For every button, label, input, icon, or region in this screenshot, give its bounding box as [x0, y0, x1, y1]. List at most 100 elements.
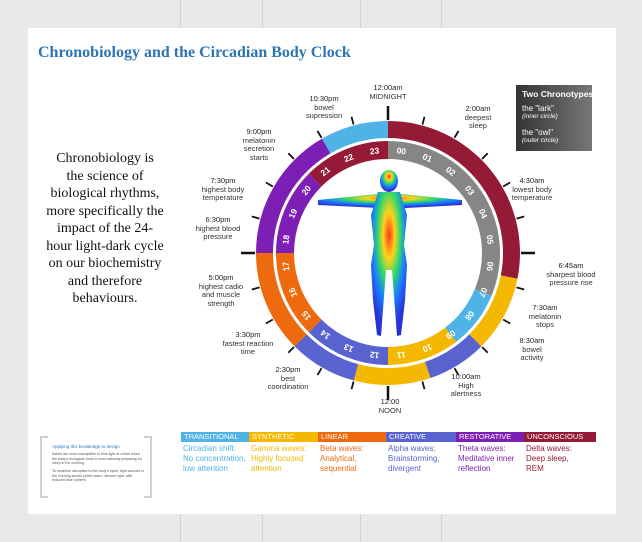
wave-header: RESTORATIVE	[456, 432, 528, 442]
event-description: melatonin	[242, 135, 276, 145]
page-title: Chronobiology and the Circadian Body Clo…	[38, 44, 351, 61]
inner-ring-segment	[308, 319, 388, 365]
chronotype-legend: Two Chronotypes the "lark" (inner circle…	[516, 85, 593, 151]
hour-tick	[265, 181, 274, 188]
event-time: 10:00am	[451, 372, 481, 381]
wave-description-line: Meditative inner	[458, 454, 515, 463]
wave-description-line: Analytical,	[320, 454, 357, 463]
hour-number: 23	[369, 145, 380, 156]
hour-number: 01	[421, 151, 434, 164]
event-time: 12:00	[380, 397, 400, 406]
event-description: best	[280, 373, 296, 383]
event-time: 8:30am	[519, 336, 545, 345]
outer-ring-segment	[256, 253, 307, 347]
wave-description-line: Brainstorming,	[388, 454, 440, 463]
hour-number: 18	[280, 234, 291, 245]
hour-tick	[516, 215, 525, 220]
description-text: Chronobiology is the science of biologic…	[46, 151, 164, 306]
wave-description-line: REM	[526, 464, 544, 473]
hour-number: 06	[485, 261, 496, 272]
hour-number: 04	[477, 207, 490, 220]
hour-tick	[287, 152, 295, 160]
event-description: sleep	[469, 121, 487, 130]
outer-ring-segment	[322, 121, 388, 154]
wave-description-line: No concentration,	[183, 454, 246, 463]
event-description: supression	[305, 111, 343, 120]
bracket-left	[40, 436, 48, 498]
inner-ring-segment	[388, 141, 501, 296]
note-paragraph-1: Adults are most susceptible to blue ligh…	[52, 452, 142, 466]
event-description: alertness	[450, 389, 482, 398]
hour-number: 05	[485, 234, 496, 245]
wave-description-line: Deep sleep,	[526, 454, 569, 463]
wave-creative: CREATIVE Alpha waves:Brainstorming,diverg…	[386, 432, 458, 474]
wave-description: Beta waves:Analytical,sequential	[318, 444, 390, 474]
hour-number: 12	[369, 350, 380, 361]
event-time: 2:30pm	[275, 365, 301, 374]
event-time: 7:30pm	[210, 176, 236, 185]
hour-number: 10	[421, 342, 434, 355]
hour-tick	[453, 367, 460, 376]
event-time: 9:00pm	[246, 127, 272, 136]
wave-description-line: divergent	[388, 464, 421, 473]
event-description: starts	[249, 152, 269, 162]
event-description: stops	[536, 320, 554, 329]
inner-ring-segment	[388, 327, 457, 365]
hour-tick	[502, 181, 511, 188]
outer-ring-segment	[424, 334, 482, 378]
event-time: 7:30am	[532, 303, 558, 312]
figure-torso-legs	[371, 192, 407, 336]
event-description: temperature	[511, 193, 553, 202]
wave-description-line: reflection	[458, 464, 491, 473]
outer-ring-segment	[256, 138, 331, 253]
event-time: 10:30pm	[309, 94, 339, 103]
wave-description: Alpha waves:Brainstorming,divergent	[386, 444, 458, 474]
event-description: strength	[207, 298, 235, 308]
event-description: sharpest blood	[546, 269, 596, 279]
event-description: bowel	[314, 102, 334, 112]
hour-tick	[350, 116, 355, 125]
figure-head	[380, 170, 398, 192]
hour-tick	[421, 116, 426, 125]
event-description: and muscle	[201, 290, 241, 299]
hour-tick	[516, 286, 525, 291]
event-time: 6:30pm	[205, 215, 231, 224]
note-paragraph-2: To minimise disruption to the body's cyc…	[52, 469, 144, 483]
legend-owl: the "owl"	[522, 128, 554, 137]
lark-inner-ring	[276, 141, 501, 365]
hour-tick	[316, 130, 323, 139]
wave-header: CREATIVE	[386, 432, 458, 442]
hour-tick	[350, 381, 355, 390]
hour-ticks	[241, 106, 535, 400]
hour-number: 07	[477, 286, 490, 299]
wave-description: Circadian shift:No concentration,low att…	[181, 444, 253, 474]
event-description: highest body	[201, 184, 245, 194]
event-time: 12:00am	[373, 83, 403, 92]
event-time: 2:00am	[465, 104, 491, 113]
wave-description-line: low attention	[183, 464, 228, 473]
event-time: 3:30pm	[235, 330, 261, 339]
event-description: time	[240, 347, 256, 356]
wave-header: SYNTHETIC	[249, 432, 321, 442]
outer-ring-segment	[388, 121, 520, 279]
event-description: bowel	[522, 344, 542, 354]
wave-description-line: Highly focused	[251, 454, 304, 463]
event-description: NOON	[378, 405, 402, 415]
hour-tick	[481, 152, 489, 160]
note-heading: Applying this knowledge to design	[52, 444, 120, 449]
legend-owl-sub: (outer circle)	[522, 137, 559, 144]
design-note: Applying this knowledge to design Adults…	[40, 436, 152, 498]
